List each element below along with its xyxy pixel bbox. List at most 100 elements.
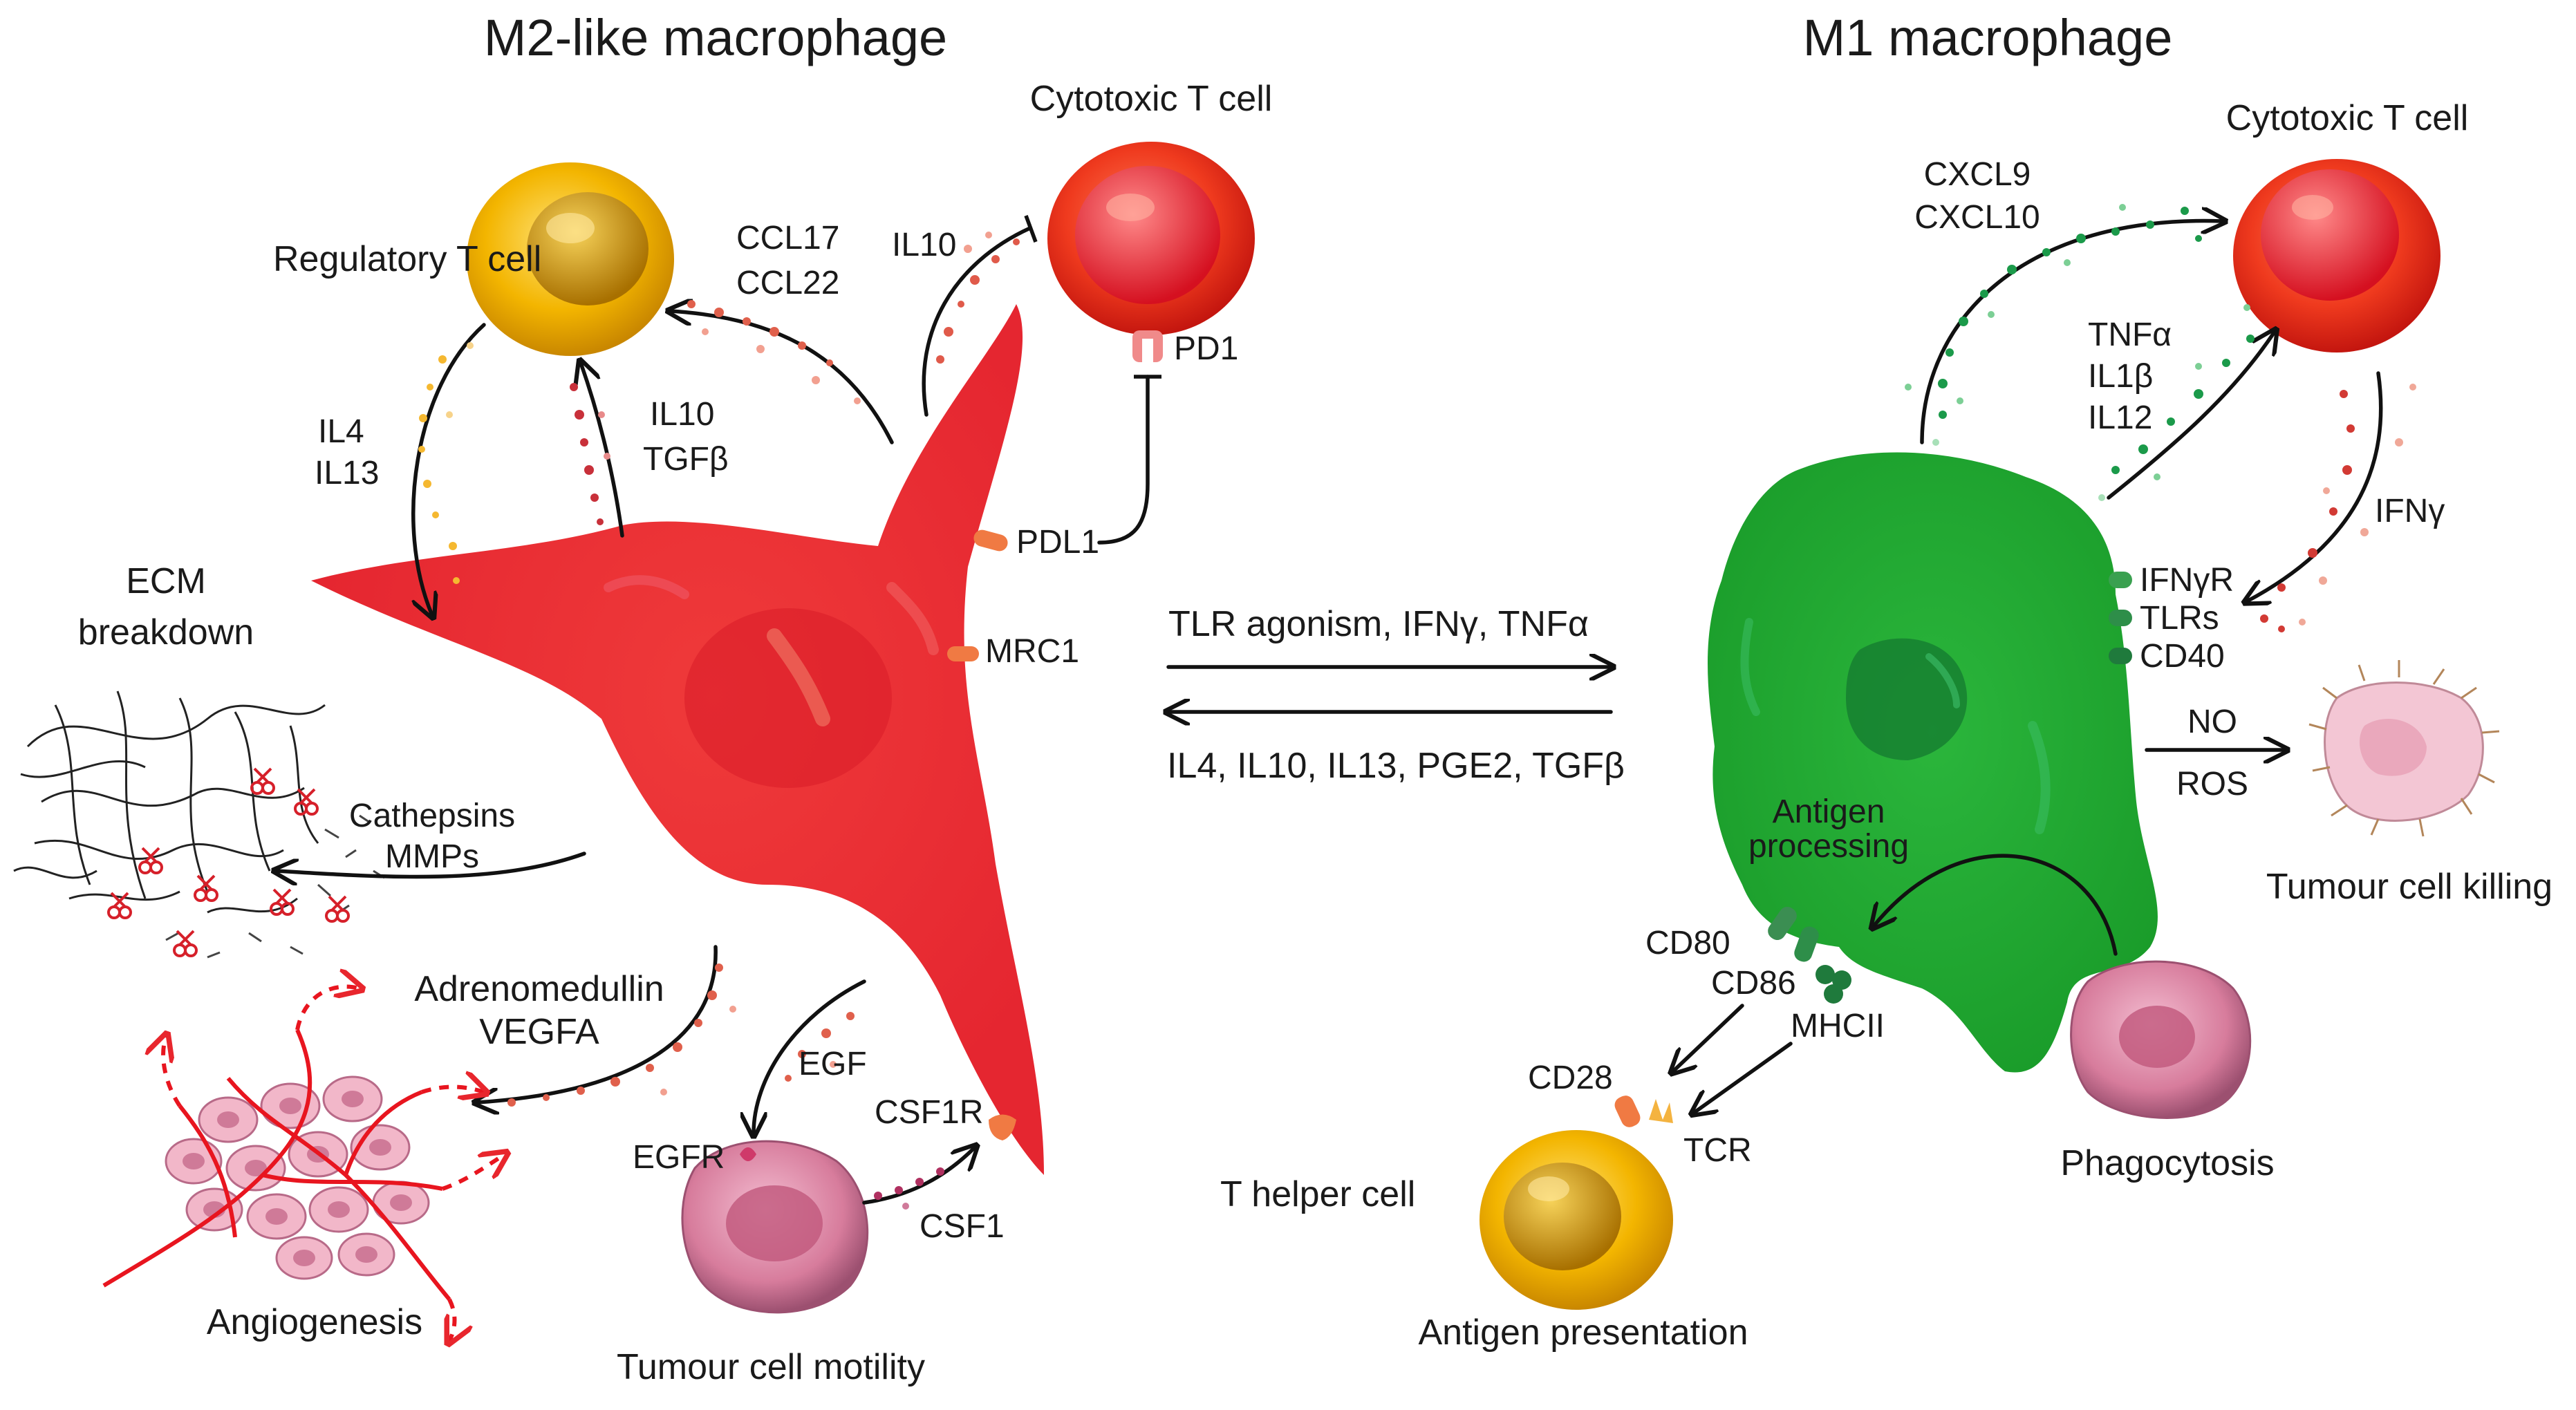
- il12-label: IL12: [2088, 400, 2152, 436]
- adrenomedullin-label: Adrenomedullin: [414, 969, 664, 1009]
- egf-arrow: [754, 979, 866, 1134]
- to-m2-stimuli-label: IL4, IL10, IL13, PGE2, TGFβ: [1167, 746, 1625, 786]
- tnfa-arrow: [2107, 332, 2275, 500]
- egf-label: EGF: [799, 1046, 867, 1082]
- egfr-receptor: [740, 1147, 756, 1161]
- cd86-cd28-arrow: [1673, 1004, 1744, 1071]
- ecm-label-line2: breakdown: [78, 612, 254, 652]
- cxcl10-label: CXCL10: [1914, 199, 2040, 236]
- tgfb-label: TGFβ: [643, 441, 729, 478]
- m1-title: M1 macrophage: [1803, 9, 2173, 66]
- ecm-label-line1: ECM: [126, 561, 206, 601]
- ifng-label: IFNγ: [2375, 493, 2445, 529]
- il13-label: IL13: [315, 455, 379, 491]
- mrc1-label: MRC1: [985, 633, 1079, 670]
- il1b-label: IL1β: [2088, 358, 2153, 395]
- il4-label: IL4: [318, 413, 364, 450]
- il10-mid-label: IL10: [650, 396, 714, 433]
- cd28-label: CD28: [1528, 1060, 1613, 1096]
- pdl1-pd1-inhibition: [1097, 375, 1150, 545]
- regulatory-t-cell-label: Regulatory T cell: [273, 239, 541, 279]
- ccl22-label: CCL22: [736, 265, 839, 301]
- cd40-receptor: [2109, 648, 2132, 664]
- tnfa-signal-dots: [2098, 304, 2255, 501]
- ifngr-label: IFNγR: [2140, 562, 2234, 599]
- il10-signal-dots: [936, 232, 1020, 364]
- t-helper-cell: [1480, 1096, 1673, 1310]
- il4-il13-signal-dots: [418, 342, 474, 584]
- cxcl-arrow: [1920, 221, 2223, 444]
- tcr-receptor: [1649, 1099, 1673, 1123]
- egfr-label: EGFR: [633, 1139, 725, 1176]
- ifng-signal-dots: [2260, 384, 2416, 632]
- angiogenesis-label: Angiogenesis: [207, 1302, 422, 1342]
- m2-title: M2-like macrophage: [484, 9, 947, 66]
- mmps-label: MMPs: [385, 838, 479, 875]
- pdl1-label: PDL1: [1016, 524, 1099, 561]
- ros-label: ROS: [2176, 766, 2248, 802]
- csf1-arrow: [862, 1147, 975, 1205]
- regulatory-t-cell: [467, 162, 674, 356]
- ecm-fiber-network: [13, 690, 326, 914]
- ecm-fragments: [165, 814, 385, 959]
- tcr-label: TCR: [1683, 1132, 1752, 1169]
- csf1r-receptor: [989, 1114, 1016, 1140]
- antigen-presentation-label: Antigen presentation: [1418, 1313, 1748, 1353]
- m2-macrophage-cell: [311, 304, 1044, 1175]
- mrc1-receptor: [947, 646, 979, 661]
- m2-nucleus: [684, 608, 892, 788]
- cd80-label: CD80: [1645, 925, 1730, 961]
- tlrs-receptor: [2109, 610, 2132, 626]
- cathepsins-arrow: [277, 852, 586, 877]
- killed-tumour-cell: [2308, 660, 2500, 837]
- csf1-signal-dots: [874, 1167, 944, 1210]
- cxcl9-label: CXCL9: [1924, 156, 2031, 193]
- il10-inhibition-arrow: [922, 226, 1032, 417]
- il4-il13-arrow: [411, 323, 486, 615]
- ccl17-label: CCL17: [736, 220, 839, 256]
- m1-cytotoxic-t-cell-label: Cytotoxic T cell: [2226, 98, 2469, 138]
- tlrs-label: TLRs: [2140, 600, 2219, 637]
- ifngr-receptor: [2109, 572, 2132, 588]
- cd28-receptor: [1614, 1096, 1641, 1127]
- cd86-label: CD86: [1711, 965, 1796, 1002]
- mhcii-receptor: [1816, 965, 1851, 1004]
- cathepsins-label: Cathepsins: [349, 798, 515, 834]
- ccl-signal-dots: [687, 300, 861, 404]
- vegfa-label: VEGFA: [479, 1012, 599, 1052]
- phagocytosed-tumour-cell: [2070, 960, 2252, 1119]
- to-m1-stimuli-label: TLR agonism, IFNγ, TNFα: [1168, 604, 1589, 644]
- mhcii-label: MHCII: [1791, 1008, 1885, 1044]
- angiogenesis-signal-dots: [507, 964, 736, 1107]
- pdl1-receptor: [973, 529, 1008, 552]
- csf1r-label: CSF1R: [875, 1094, 983, 1131]
- phagocytosis-arrow: [1874, 854, 2118, 956]
- il10-top-label: IL10: [892, 227, 956, 263]
- ifng-arrow: [2247, 371, 2383, 601]
- m2-cytotoxic-t-cell-label: Cytotoxic T cell: [1030, 79, 1273, 119]
- tnfa-label: TNFα: [2088, 317, 2172, 353]
- tumour-motility-label: Tumour cell motility: [617, 1347, 925, 1387]
- m2-cytotoxic-t-cell: [1047, 142, 1255, 362]
- cd40-label: CD40: [2140, 638, 2225, 675]
- il10-tgfb-signal-dots: [570, 383, 610, 525]
- egf-signal-dots: [785, 1012, 855, 1082]
- ccl-arrow: [671, 311, 894, 444]
- csf1-label: CSF1: [920, 1208, 1005, 1245]
- no-label: NO: [2187, 704, 2237, 740]
- cxcl-signal-dots: [1905, 204, 2202, 446]
- blood-vessel-cluster: [102, 987, 505, 1342]
- cd80-receptor: [1768, 906, 1797, 941]
- il10-tgfb-arrow: [581, 363, 624, 538]
- pd1-label: PD1: [1174, 330, 1238, 367]
- m1-cytotoxic-t-cell: [2233, 159, 2440, 352]
- antigen-processing-label-2: processing: [1748, 828, 1909, 865]
- angiogenesis-arrow: [477, 945, 718, 1102]
- tumour-killing-label: Tumour cell killing: [2266, 867, 2552, 907]
- t-helper-label: T helper cell: [1220, 1174, 1415, 1214]
- cd86-receptor: [1794, 926, 1819, 962]
- mhcii-tcr-arrow: [1694, 1042, 1793, 1113]
- m1-macrophage-cell: [1708, 452, 2158, 1073]
